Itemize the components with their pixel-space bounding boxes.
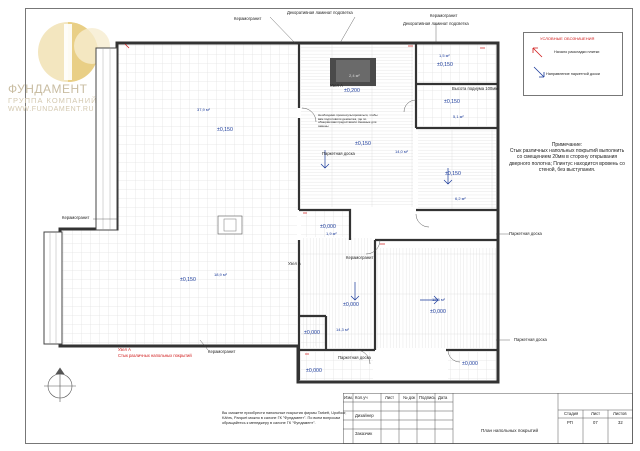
label-parquet-bottom: Паркетная доска (338, 355, 371, 360)
tb-col-kol: Кол.уч (355, 395, 368, 400)
label-shaft-note: Необходимо проконсультироваться, чтобы в… (318, 113, 378, 128)
tb-lists: 32 (618, 420, 623, 425)
tb-list-header: Лист (591, 411, 601, 416)
label-node-a: Узел А (288, 261, 301, 266)
label-parquet-right: Паркетная доска (509, 231, 542, 236)
fundament-logo-icon (38, 22, 110, 82)
room-top-right (418, 43, 496, 83)
logo-sub1: ГРУППА КОМПАНИЙ (8, 96, 98, 105)
client-note: Вы сможете приобрести напольные покрытия… (222, 411, 347, 426)
legend-box: УСЛОВНЫЕ ОБОЗНАЧЕНИЯ Начало раскладки пл… (523, 32, 623, 96)
area-top-right2: 5,1 м² (453, 114, 464, 119)
tb-list: 07 (593, 420, 598, 425)
notes-body: Стык различных напольных покрытий выполн… (509, 148, 625, 173)
label-podium-height: Высота подиума 100мм (452, 86, 498, 91)
level-top-right2: ±0,150 (444, 99, 460, 105)
level-bedroom: ±0,000 (430, 309, 446, 315)
tb-col-sign: Подпись (419, 395, 436, 400)
level-bath1: ±0,000 (304, 330, 320, 336)
area-bottom-left: 18,9 м² (214, 272, 227, 277)
level-right: ±0,150 (445, 171, 461, 177)
notes-block: Примечание: Стык различных напольных пок… (508, 142, 626, 173)
label-parquet-bottom-right: Паркетная доска (514, 337, 547, 342)
area-bedroom: 12,5 м² (432, 297, 445, 302)
room-bath-left (301, 318, 325, 346)
label-keramogranit-top-right: Керамогранит (430, 13, 458, 18)
level-bath2: ±0,000 (306, 368, 322, 374)
level-bath3: ±0,000 (462, 361, 478, 367)
tb-stage: РП (567, 420, 573, 425)
room-living-main (117, 43, 297, 229)
notes-title: Примечание: (551, 142, 583, 148)
logo-sub2: WWW.FUNDAMENT.RU (8, 106, 95, 113)
area-corridor: 14,3 м² (336, 327, 349, 332)
area-main: 37,9 м² (197, 107, 210, 112)
tb-col-doc: № док (403, 395, 416, 400)
level-shaft: ±0,200 (344, 88, 360, 94)
logo-name: ФУНДАМЕНТ (8, 82, 88, 96)
label-keramogranit-left: Керамогранит (62, 215, 90, 220)
level-top-right: ±0,150 (437, 62, 453, 68)
label-parquet-center: Паркетная доска (322, 151, 355, 156)
area-hall: 1,9 м² (326, 231, 337, 236)
tb-lists-header: Листов (613, 411, 627, 416)
label-decor-strip-1: Декоративная ламинат подсветка (287, 10, 353, 15)
area-top-right: 1,5 м² (439, 53, 450, 58)
level-bottom-left: ±0,150 (180, 277, 196, 283)
level-corridor: ±0,000 (343, 302, 359, 308)
tb-stage-header: Стадия (564, 411, 579, 416)
tb-col-izm: Изм. (344, 395, 353, 400)
label-decor-strip-2: Декоративная ламинат подсветка (403, 21, 469, 26)
north-arrow-icon (44, 367, 76, 402)
sheet-frame (25, 8, 633, 444)
tb-col-date: Дата (438, 395, 448, 400)
area-center: 14,0 м² (395, 149, 408, 154)
tb-sheet-title: План напольных покрытий (481, 428, 539, 433)
legend-arrows-icon (532, 47, 545, 78)
label-joint-red: Стык различных напольных покрытий (118, 353, 192, 358)
tb-role-client: Заказчик (355, 431, 373, 436)
room-bath-bottom2 (448, 352, 496, 380)
title-block-grid (343, 393, 633, 444)
legend-title: УСЛОВНЫЕ ОБОЗНАЧЕНИЯ (540, 36, 595, 41)
room-right-parquet (418, 130, 496, 210)
room-hall (301, 211, 349, 237)
label-keramogranit-mid: Керамогранит (346, 255, 374, 260)
room-living-lower (62, 229, 297, 344)
room-top-right2 (418, 86, 496, 126)
title-block: Изм. Кол.уч Лист № док Подпись Дата Диза… (343, 393, 633, 444)
room-bath-bottom (301, 352, 373, 380)
level-main: ±0,150 (217, 127, 233, 133)
area-right: 6,2 м² (455, 196, 466, 201)
label-node-a-shaft: Узел А (330, 83, 343, 88)
level-hall: ±0,000 (320, 224, 336, 230)
tb-col-list: Лист (385, 395, 395, 400)
label-node-a-red: Узел А (118, 347, 131, 352)
label-keramogranit-bottom: Керамогранит (208, 349, 236, 354)
level-center: ±0,150 (355, 141, 371, 147)
room-bedroom (377, 248, 496, 348)
legend-item-tile-start: Начало раскладки плитки (554, 50, 600, 54)
label-keramogranit-top: Керамогранит (234, 16, 262, 21)
legend-item-parquet-direction: Направление паркетной доски (546, 72, 600, 76)
tb-role-designer: Дизайнер (355, 413, 374, 418)
area-shaft: 2,4 м² (349, 73, 360, 78)
